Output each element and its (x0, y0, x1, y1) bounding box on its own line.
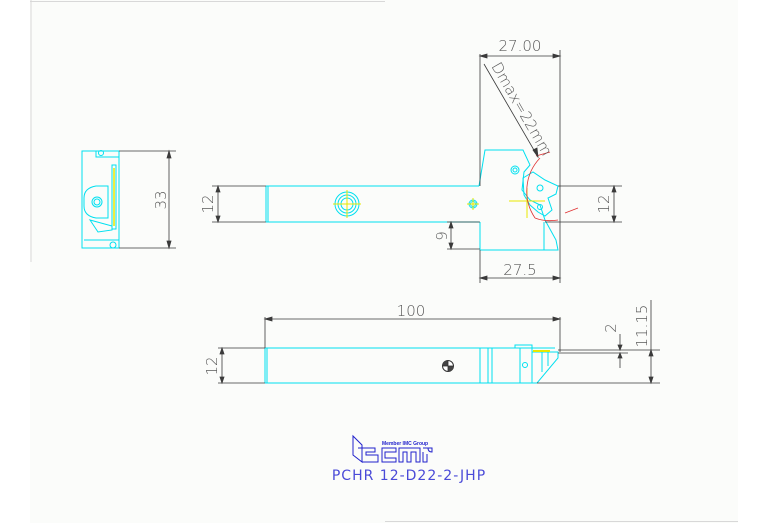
dim-overall-length: 100 (397, 302, 426, 320)
dim-overhang-width: 27.00 (499, 37, 542, 55)
sheet-background (30, 0, 738, 523)
logo-tagline: Member IMC Group (382, 441, 428, 447)
dim-insert-offset: 2 (602, 323, 620, 333)
dim-shank-height: 12 (199, 194, 217, 213)
part-number: PCHR 12-D22-2-JHP (332, 468, 486, 484)
dim-head-height: 12 (595, 194, 613, 213)
dim-cutting-height: 11.15 (633, 305, 651, 348)
center-of-gravity-icon (442, 360, 454, 372)
iscar-logo (352, 434, 433, 464)
dim-side-shank-height: 12 (203, 356, 221, 375)
dim-head-length: 27.5 (503, 261, 536, 279)
dim-offset: 9 (433, 231, 451, 241)
dim-end-height: 33 (152, 190, 170, 209)
end-view: 33 (81, 149, 176, 250)
side-view: 100 12 2 11.15 (203, 300, 660, 385)
title-block: Member IMC Group PCHR 12-D22-2-JHP (332, 434, 486, 484)
